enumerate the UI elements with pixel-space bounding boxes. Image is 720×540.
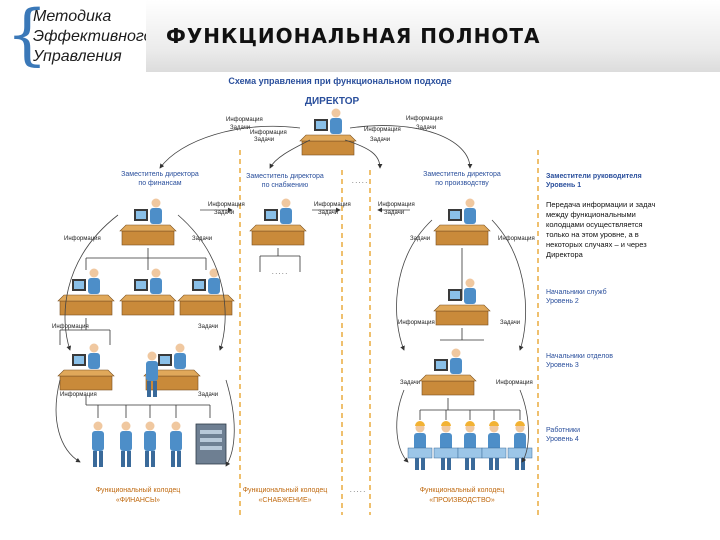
level2-l1: Начальники служб: [546, 288, 607, 296]
prod-worker-2: [433, 420, 459, 471]
prod-worker-3: [457, 420, 483, 471]
l1-task-a: Задачи: [214, 210, 234, 216]
dots-bottom: . . . . .: [350, 488, 365, 494]
l1-task-prod: Задачи: [410, 236, 430, 242]
scheme-title: Схема управления при функциональном подх…: [228, 76, 451, 86]
l1-info-c: Информация: [378, 202, 415, 208]
director-figure: [299, 108, 357, 156]
l2-task-prod: Задачи: [500, 320, 520, 326]
deputy-sup-l2: по снабжению: [262, 181, 308, 189]
note-l4: только на этом уровне, а в: [546, 230, 639, 239]
logo-line-1: Методика: [33, 8, 112, 25]
logo: { Методика Эффективного Управления: [0, 0, 153, 73]
fin-worker-1: [92, 421, 104, 467]
l2-info-fin: Информация: [52, 324, 89, 330]
logo-brace: {: [6, 0, 48, 73]
arrow-prod-right-1: [491, 219, 526, 351]
note-block: Передача информации и задач между функци…: [546, 200, 655, 259]
prod-worker-1: [407, 420, 433, 471]
fin-l2-figure-2: [119, 268, 177, 316]
arrow-dir-prod: [349, 125, 473, 169]
director-label: ДИРЕКТОР: [305, 96, 360, 107]
l3-task-fin: Задачи: [198, 392, 218, 398]
l1-info-left: Информация: [64, 236, 101, 242]
l3-task-prod: Задачи: [400, 380, 420, 386]
director-info-left-2: Информация: [250, 130, 287, 136]
director-task-right-2: Задачи: [370, 137, 390, 143]
arrow-dir-sup: [269, 139, 311, 169]
well-sup-l1: Функциональный колодец: [243, 486, 328, 494]
fin-worker-3: [144, 421, 156, 467]
director-info-right: Информация: [406, 116, 443, 122]
fin-worker-4: [170, 421, 182, 467]
dots-top: . . . . .: [352, 179, 367, 185]
title-band: [146, 0, 720, 72]
well-fin-l2: «ФИНАНСЫ»: [116, 497, 160, 504]
page-title: ФУНКЦИОНАЛЬНАЯ ПОЛНОТА: [166, 24, 541, 48]
arrow-fin-right-2: [225, 379, 235, 467]
fin-l2-figure-3: [177, 268, 235, 316]
deputy-prod-l1: Заместитель директора: [423, 171, 501, 178]
logo-line-3: Управления: [33, 48, 122, 65]
l2-info-prod: Информация: [398, 320, 435, 326]
prod-worker-4: [481, 420, 507, 471]
l1-task-left: Задачи: [192, 236, 212, 242]
deputy-sup-figure: [249, 198, 307, 246]
arrow-prod-right-2: [519, 389, 529, 463]
dots-supply: . . . . .: [272, 270, 287, 276]
deputy-prod-figure: [433, 198, 491, 246]
note-l5: некоторых случаях – и через: [546, 240, 647, 249]
director-task-left: Задачи: [230, 125, 250, 131]
level4-l2: Уровень 4: [546, 436, 579, 443]
fin-l3-figure-1: [57, 343, 115, 391]
level2-l2: Уровень 2: [546, 298, 579, 305]
l1-info-b: Информация: [314, 202, 351, 208]
l1-task-b: Задачи: [318, 210, 338, 216]
level1-l2: Уровень 1: [546, 182, 581, 189]
director-task-right: Задачи: [416, 125, 436, 131]
l3-info-fin: Информация: [60, 392, 97, 398]
arrow-fin-left-1: [64, 214, 119, 351]
director-task-left-2: Задачи: [254, 137, 274, 143]
l1-task-c: Задачи: [384, 210, 404, 216]
prod-l3-figure: [419, 348, 477, 396]
arrow-prod-left-2: [396, 389, 409, 463]
well-prod-l1: Функциональный колодец: [420, 486, 505, 494]
l2-task-fin: Задачи: [198, 324, 218, 330]
arrow-fin-left-2: [55, 379, 81, 463]
deputy-sup-l1: Заместитель директора: [246, 173, 324, 180]
fin-worker-2: [120, 421, 132, 467]
arrow-fin-right-1: [177, 214, 226, 351]
note-l1: Передача информации и задач: [546, 200, 655, 209]
well-fin-l1: Функциональный колодец: [96, 486, 181, 494]
director-info-left: Информация: [226, 117, 263, 123]
l1-info-prod: Информация: [498, 236, 535, 242]
arrow-prod-left-1: [396, 219, 433, 351]
note-l2: между функциональными: [546, 210, 636, 219]
level1-l1: Заместители руководителя: [546, 173, 642, 180]
fin-l2-figure-1: [57, 268, 115, 316]
arrow-dir-mid: [344, 139, 383, 169]
well-sup-l2: «СНАБЖЕНИЕ»: [258, 497, 311, 504]
arrow-dir-fin: [159, 125, 301, 169]
l1-info-a: Информация: [208, 202, 245, 208]
well-prod-l2: «ПРОИЗВОДСТВО»: [429, 497, 495, 504]
logo-line-2: Эффективного: [33, 28, 153, 45]
deputy-prod-l2: по производству: [435, 180, 489, 187]
note-l6: Директора: [546, 250, 584, 259]
note-l3: колодцами осуществляется: [546, 220, 643, 229]
level3-l1: Начальники отделов: [546, 353, 613, 360]
deputy-fin-figure: [119, 198, 177, 246]
director-info-right-2: Информация: [364, 127, 401, 133]
deputy-fin-l1: Заместитель директора: [121, 171, 199, 178]
level4-l1: Работники: [546, 426, 580, 434]
l3-info-prod: Информация: [496, 380, 533, 386]
level3-l2: Уровень 3: [546, 362, 579, 369]
deputy-fin-l2: по финансам: [138, 180, 181, 187]
